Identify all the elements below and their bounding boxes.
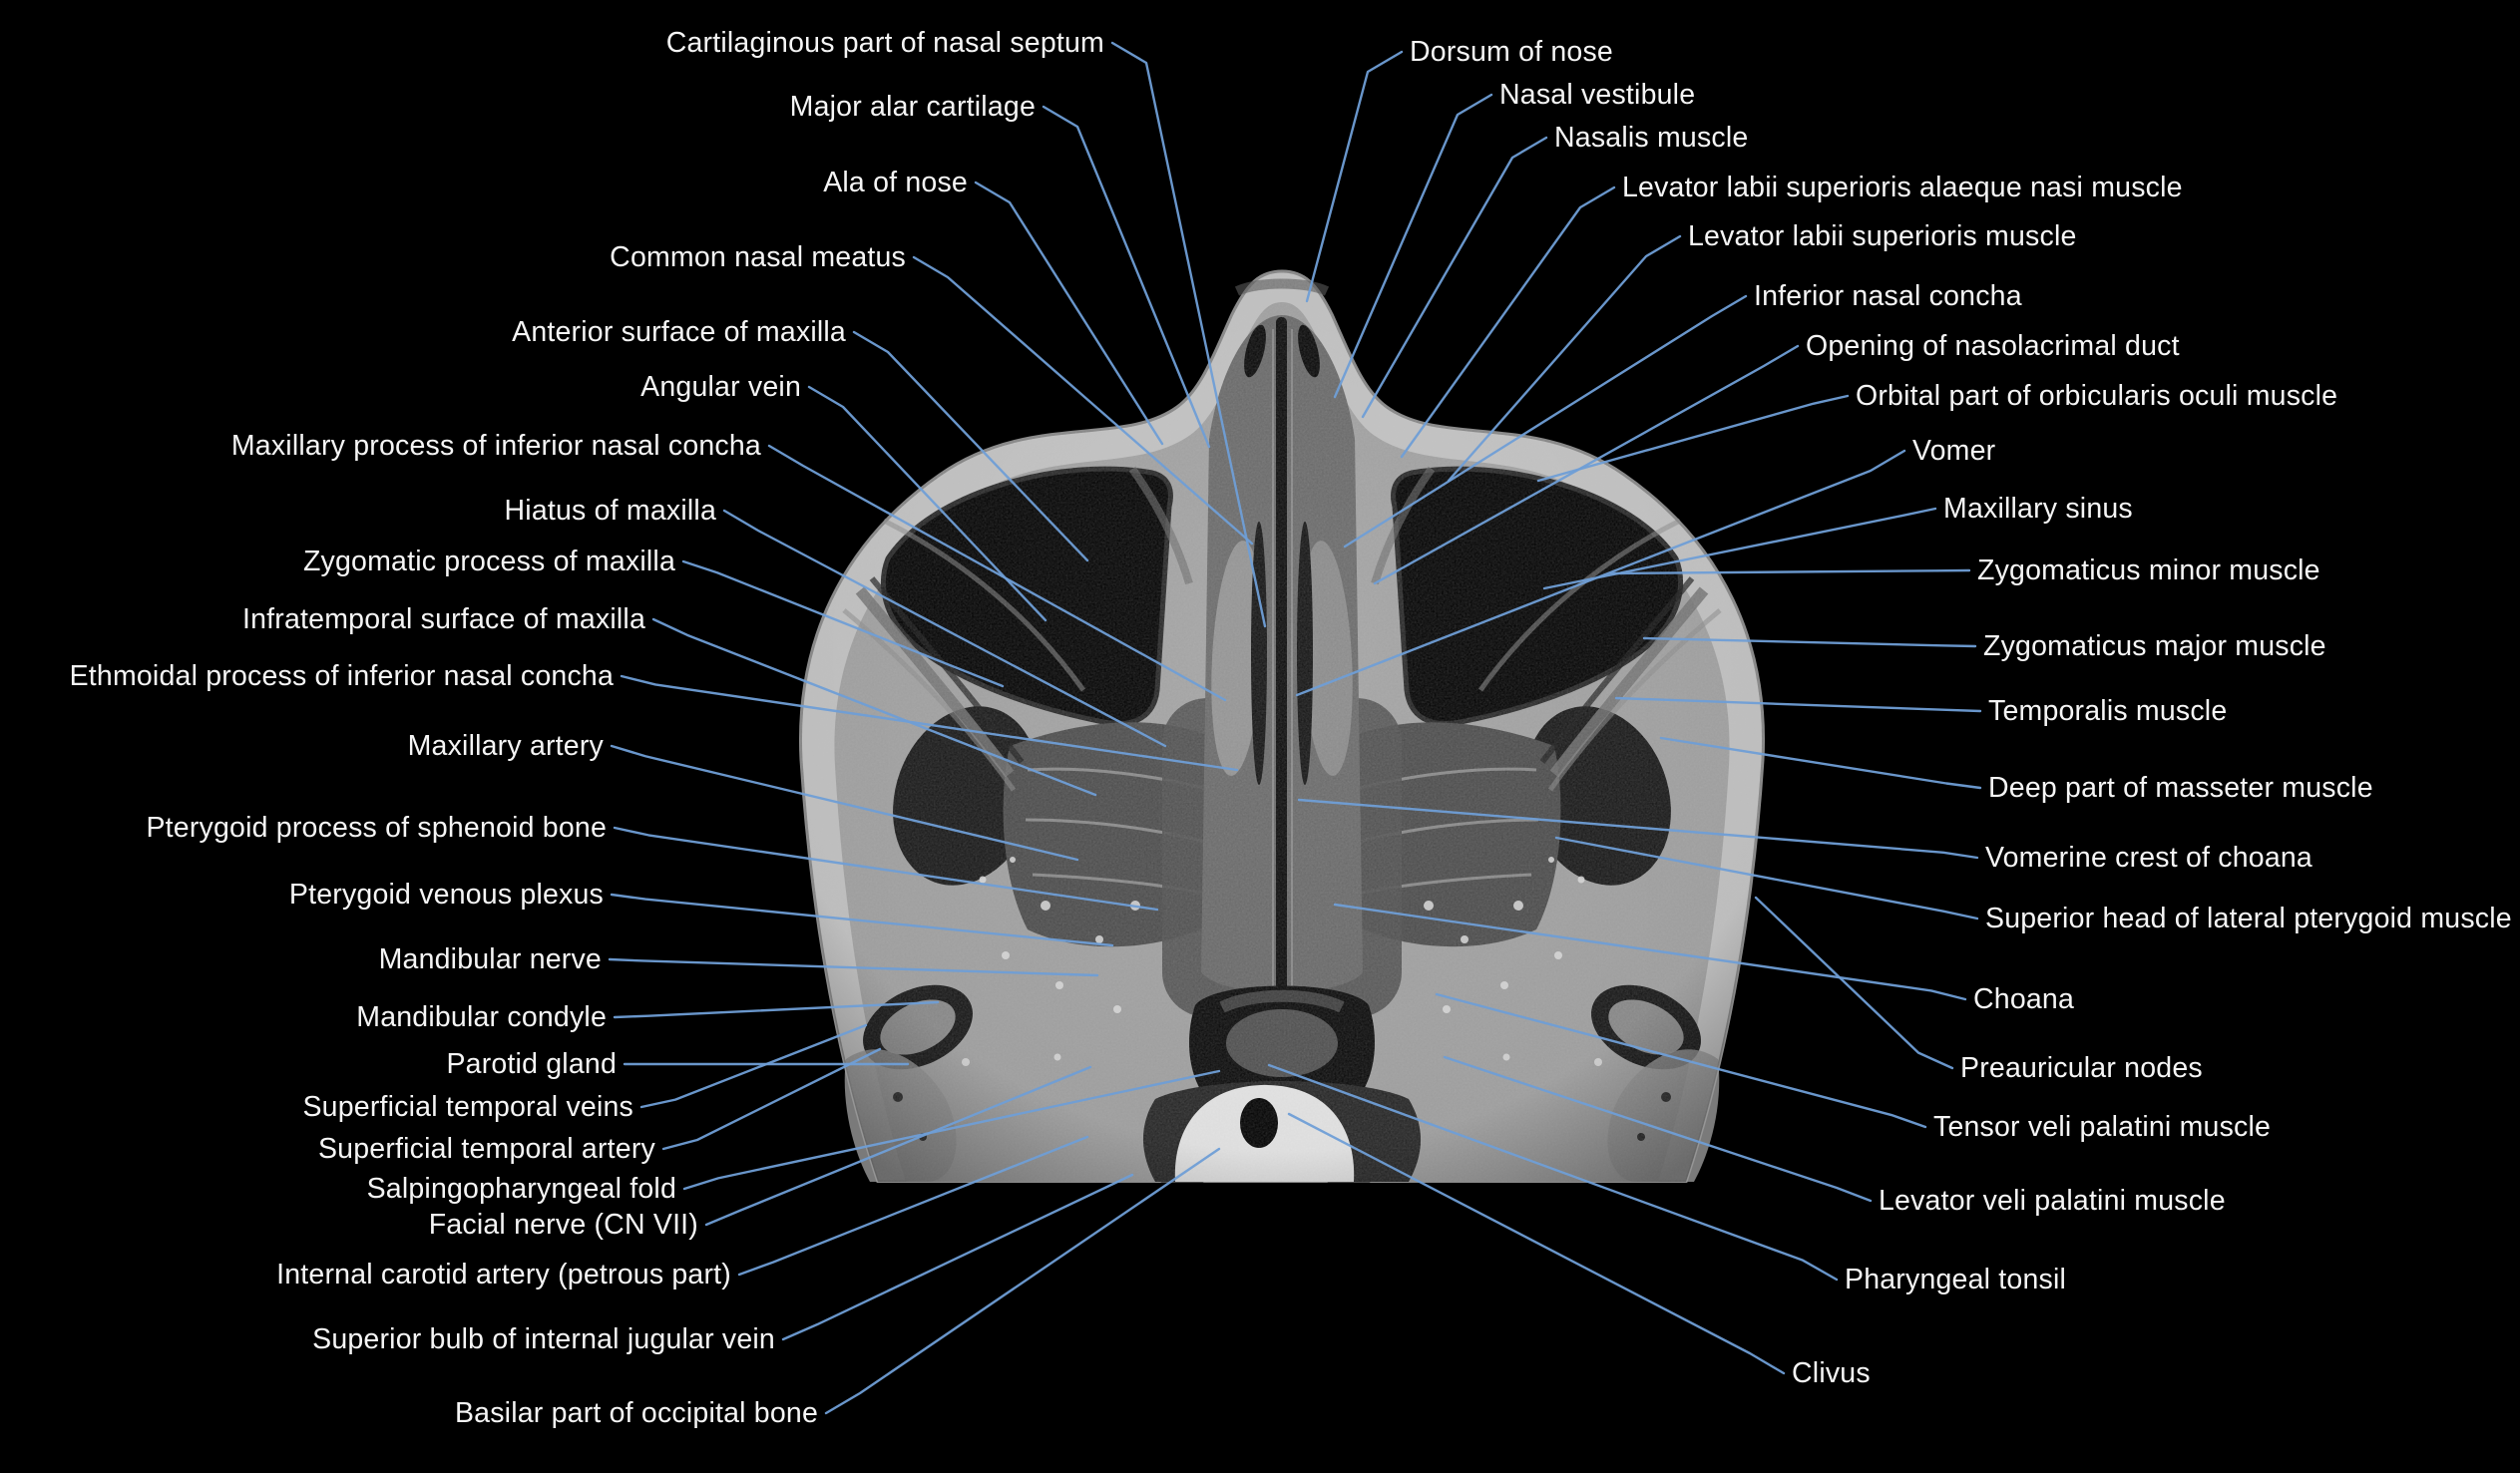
label-levator-labii-superioris: Levator labii superioris muscle <box>1688 220 2077 252</box>
leader-pharyngeal-tonsil <box>1267 1063 1839 1282</box>
label-superficial-temporal-artery: Superficial temporal artery <box>318 1133 656 1165</box>
leader-zygomaticus-minor <box>1609 568 1971 575</box>
leader-angular-vein <box>807 385 1048 622</box>
label-zygomatic-process-maxilla: Zygomatic process of maxilla <box>303 546 675 577</box>
leader-levator-labii-alaeque-nasi <box>1400 185 1616 459</box>
label-superior-bulb-ijv: Superior bulb of internal jugular vein <box>312 1323 775 1355</box>
leader-internal-carotid-artery <box>737 1135 1089 1277</box>
leader-ala-of-nose <box>974 181 1164 446</box>
leader-levator-veli-palatini <box>1443 1055 1873 1203</box>
label-tensor-veli-palatini: Tensor veli palatini muscle <box>1933 1111 2271 1143</box>
leader-cartilaginous-nasal-septum <box>1110 41 1267 628</box>
leader-maxillary-process-inferior-nasal-concha <box>767 444 1227 702</box>
label-choana: Choana <box>1973 983 2074 1015</box>
label-angular-vein: Angular vein <box>640 371 801 403</box>
label-hiatus-of-maxilla: Hiatus of maxilla <box>505 495 716 527</box>
leader-facial-nerve <box>704 1065 1092 1227</box>
label-preauricular-nodes: Preauricular nodes <box>1960 1052 2203 1084</box>
leader-temporalis-muscle <box>1614 696 1982 713</box>
label-pterygoid-venous-plexus: Pterygoid venous plexus <box>289 879 604 911</box>
leader-common-nasal-meatus <box>912 255 1254 546</box>
label-anterior-surface-maxilla: Anterior surface of maxilla <box>512 316 846 348</box>
label-internal-carotid-artery: Internal carotid artery (petrous part) <box>276 1259 731 1290</box>
label-zygomaticus-major: Zygomaticus major muscle <box>1983 630 2326 662</box>
label-basilar-occipital: Basilar part of occipital bone <box>455 1397 818 1429</box>
label-superficial-temporal-veins: Superficial temporal veins <box>302 1091 633 1123</box>
label-common-nasal-meatus: Common nasal meatus <box>610 241 906 273</box>
label-temporalis-muscle: Temporalis muscle <box>1988 695 2227 727</box>
label-cartilaginous-nasal-septum: Cartilaginous part of nasal septum <box>666 27 1104 59</box>
label-orbicularis-oculi-orbital: Orbital part of orbicularis oculi muscle <box>1856 380 2337 412</box>
leader-vomerine-crest-choana <box>1297 798 1979 860</box>
leader-dorsum-of-nose <box>1305 50 1404 303</box>
label-levator-veli-palatini: Levator veli palatini muscle <box>1879 1185 2226 1217</box>
label-mandibular-nerve: Mandibular nerve <box>379 943 602 975</box>
label-maxillary-process-inferior-nasal-concha: Maxillary process of inferior nasal conc… <box>231 430 761 462</box>
label-pterygoid-process-sphenoid: Pterygoid process of sphenoid bone <box>146 812 607 844</box>
label-nasalis-muscle: Nasalis muscle <box>1554 122 1748 154</box>
leader-nasolacrimal-duct-opening <box>1373 344 1800 585</box>
label-dorsum-of-nose: Dorsum of nose <box>1410 36 1613 68</box>
label-parotid-gland: Parotid gland <box>446 1048 617 1080</box>
label-levator-labii-alaeque-nasi: Levator labii superioris alaeque nasi mu… <box>1622 172 2183 203</box>
label-nasolacrimal-duct-opening: Opening of nasolacrimal duct <box>1806 330 2180 362</box>
leader-mandibular-condyle <box>613 1000 940 1019</box>
label-deep-masseter: Deep part of masseter muscle <box>1988 772 2373 804</box>
leader-maxillary-artery <box>610 744 1079 862</box>
leader-hiatus-of-maxilla <box>722 509 1167 748</box>
label-pharyngeal-tonsil: Pharyngeal tonsil <box>1845 1264 2066 1295</box>
leader-preauricular-nodes <box>1754 896 1954 1070</box>
leader-vomer <box>1295 449 1906 697</box>
leader-clivus <box>1287 1112 1786 1375</box>
leader-ethmoidal-process-inferior-nasal-concha <box>620 674 1239 772</box>
leader-pterygoid-process-sphenoid <box>613 826 1159 912</box>
label-inferior-nasal-concha: Inferior nasal concha <box>1754 280 2022 312</box>
leader-orbicularis-oculi-orbital <box>1536 394 1850 483</box>
label-major-alar-cartilage: Major alar cartilage <box>790 91 1036 123</box>
leader-superficial-temporal-artery <box>661 1047 882 1151</box>
labels: Cartilaginous part of nasal septumMajor … <box>68 26 2513 1431</box>
leader-infratemporal-surface-maxilla <box>651 617 1097 797</box>
label-lateral-pterygoid-superior-head: Superior head of lateral pterygoid muscl… <box>1985 903 2512 934</box>
leader-anterior-surface-maxilla <box>852 330 1089 562</box>
leader-tensor-veli-palatini <box>1435 992 1927 1129</box>
leader-superficial-temporal-veins <box>639 1023 868 1109</box>
leader-salpingopharyngeal-fold <box>682 1069 1221 1191</box>
label-salpingopharyngeal-fold: Salpingopharyngeal fold <box>367 1173 676 1205</box>
leader-nasalis-muscle <box>1361 136 1548 419</box>
leader-lateral-pterygoid-superior-head <box>1554 836 1979 921</box>
leader-zygomatic-process-maxilla <box>681 559 1005 688</box>
leader-levator-labii-superioris <box>1447 234 1682 483</box>
vignette <box>800 271 1764 1182</box>
leader-inferior-nasal-concha <box>1343 294 1748 549</box>
leader-superior-bulb-ijv <box>781 1173 1134 1341</box>
leader-maxillary-sinus <box>1542 507 1937 590</box>
label-ala-of-nose: Ala of nose <box>823 167 968 198</box>
label-ethmoidal-process-inferior-nasal-concha: Ethmoidal process of inferior nasal conc… <box>70 660 614 692</box>
label-infratemporal-surface-maxilla: Infratemporal surface of maxilla <box>242 603 645 635</box>
leader-basilar-occipital <box>824 1147 1221 1415</box>
label-vomerine-crest-choana: Vomerine crest of choana <box>1985 842 2312 874</box>
leader-zygomaticus-major <box>1642 636 1977 648</box>
mri-image <box>798 269 1766 1183</box>
leader-choana <box>1333 903 1967 1001</box>
label-vomer: Vomer <box>1912 435 1996 467</box>
label-maxillary-sinus: Maxillary sinus <box>1943 493 2133 525</box>
leader-mandibular-nerve <box>608 957 1099 977</box>
label-nasal-vestibule: Nasal vestibule <box>1499 79 1695 111</box>
leader-nasal-vestibule <box>1333 93 1493 399</box>
label-zygomaticus-minor: Zygomaticus minor muscle <box>1977 554 2320 586</box>
leader-deep-masseter <box>1659 736 1982 790</box>
leader-lines <box>608 41 1982 1415</box>
leader-major-alar-cartilage <box>1042 105 1211 449</box>
label-mandibular-condyle: Mandibular condyle <box>356 1001 607 1033</box>
leader-pterygoid-venous-plexus <box>610 893 1114 947</box>
label-facial-nerve: Facial nerve (CN VII) <box>429 1209 698 1241</box>
label-maxillary-artery: Maxillary artery <box>408 730 605 762</box>
label-clivus: Clivus <box>1792 1357 1871 1389</box>
